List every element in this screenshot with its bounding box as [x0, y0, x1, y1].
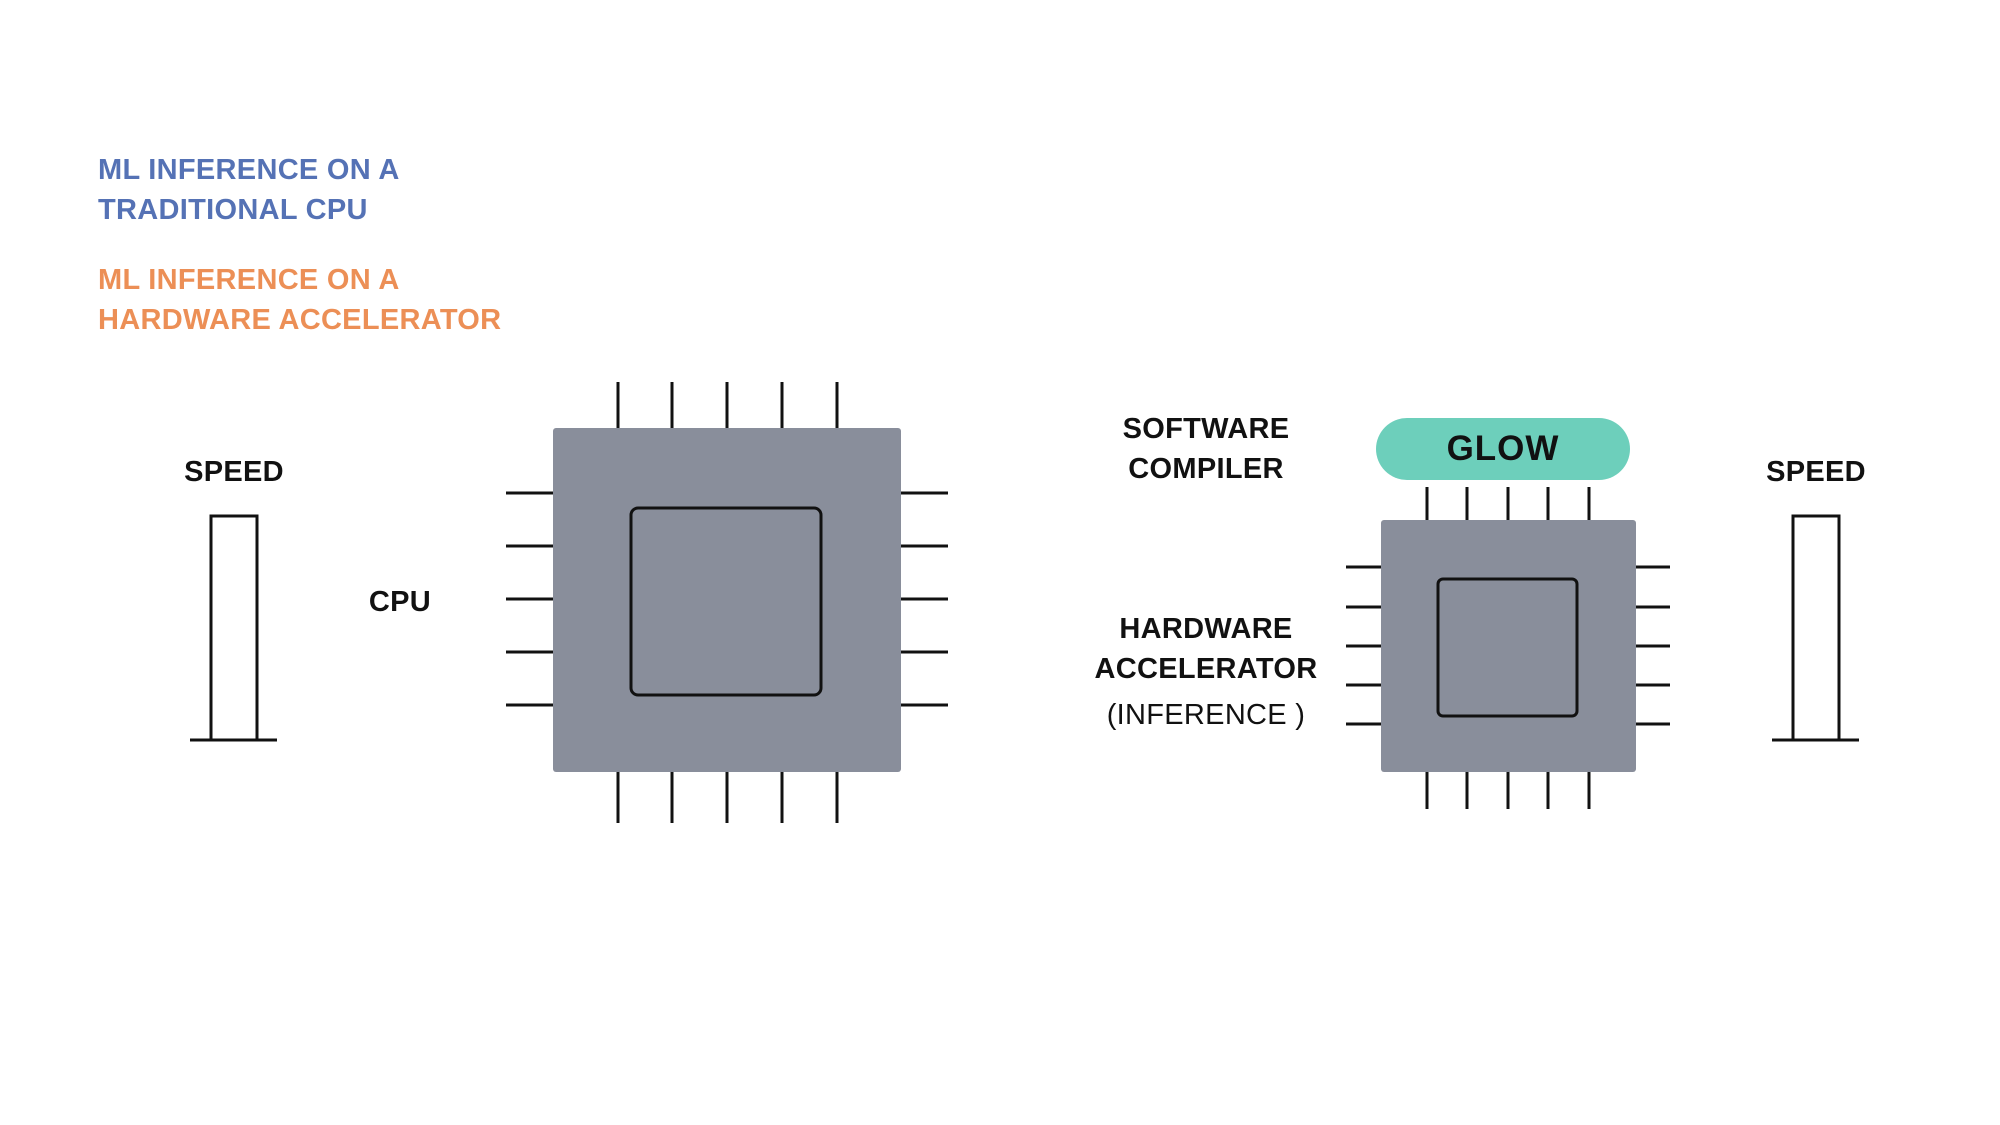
hardware-accelerator-label-line-3: (INFERENCE )	[1106, 699, 1306, 731]
accelerator-chip-pins-left	[1346, 565, 1381, 726]
accelerator-chip-pins-top	[1425, 487, 1591, 520]
hardware-accelerator-label-line-1: HARDWARE	[1119, 613, 1293, 645]
cpu-chip-pins-top	[616, 382, 839, 428]
software-compiler-label-line-2: COMPILER	[1128, 453, 1284, 485]
left-speed-label: SPEED	[184, 456, 284, 488]
glow-label: GLOW	[1446, 429, 1560, 468]
software-compiler-label-line-1: SOFTWARE	[1122, 413, 1290, 445]
legend-cpu-line-2: TRADITIONAL CPU	[98, 194, 368, 226]
right-speed-bar-outline	[1791, 514, 1841, 742]
accelerator-chip-pins-right	[1636, 565, 1670, 726]
legend-accelerator-line-1: ML INFERENCE ON A	[98, 264, 400, 296]
cpu-chip-pins-right	[901, 491, 948, 707]
cpu-chip-pins-bottom	[616, 772, 839, 823]
accelerator-chip	[1346, 487, 1670, 809]
left-speed-bar	[190, 514, 277, 742]
right-speed-bar	[1772, 514, 1859, 742]
left-speed-bar-outline	[209, 514, 259, 742]
cpu-chip	[506, 382, 948, 823]
cpu-label: CPU	[368, 586, 432, 618]
right-speed-label: SPEED	[1766, 456, 1866, 488]
glow-compiler-badge: GLOW	[1376, 418, 1630, 480]
cpu-chip-die	[629, 506, 823, 697]
hardware-accelerator-label-line-2: ACCELERATOR	[1094, 653, 1318, 685]
legend-accelerator-line-2: HARDWARE ACCELERATOR	[98, 304, 502, 336]
accelerator-chip-pins-bottom	[1425, 772, 1591, 809]
cpu-chip-pins-left	[506, 491, 553, 707]
legend-cpu-line-1: ML INFERENCE ON A	[98, 154, 400, 186]
accelerator-chip-die	[1436, 577, 1579, 718]
